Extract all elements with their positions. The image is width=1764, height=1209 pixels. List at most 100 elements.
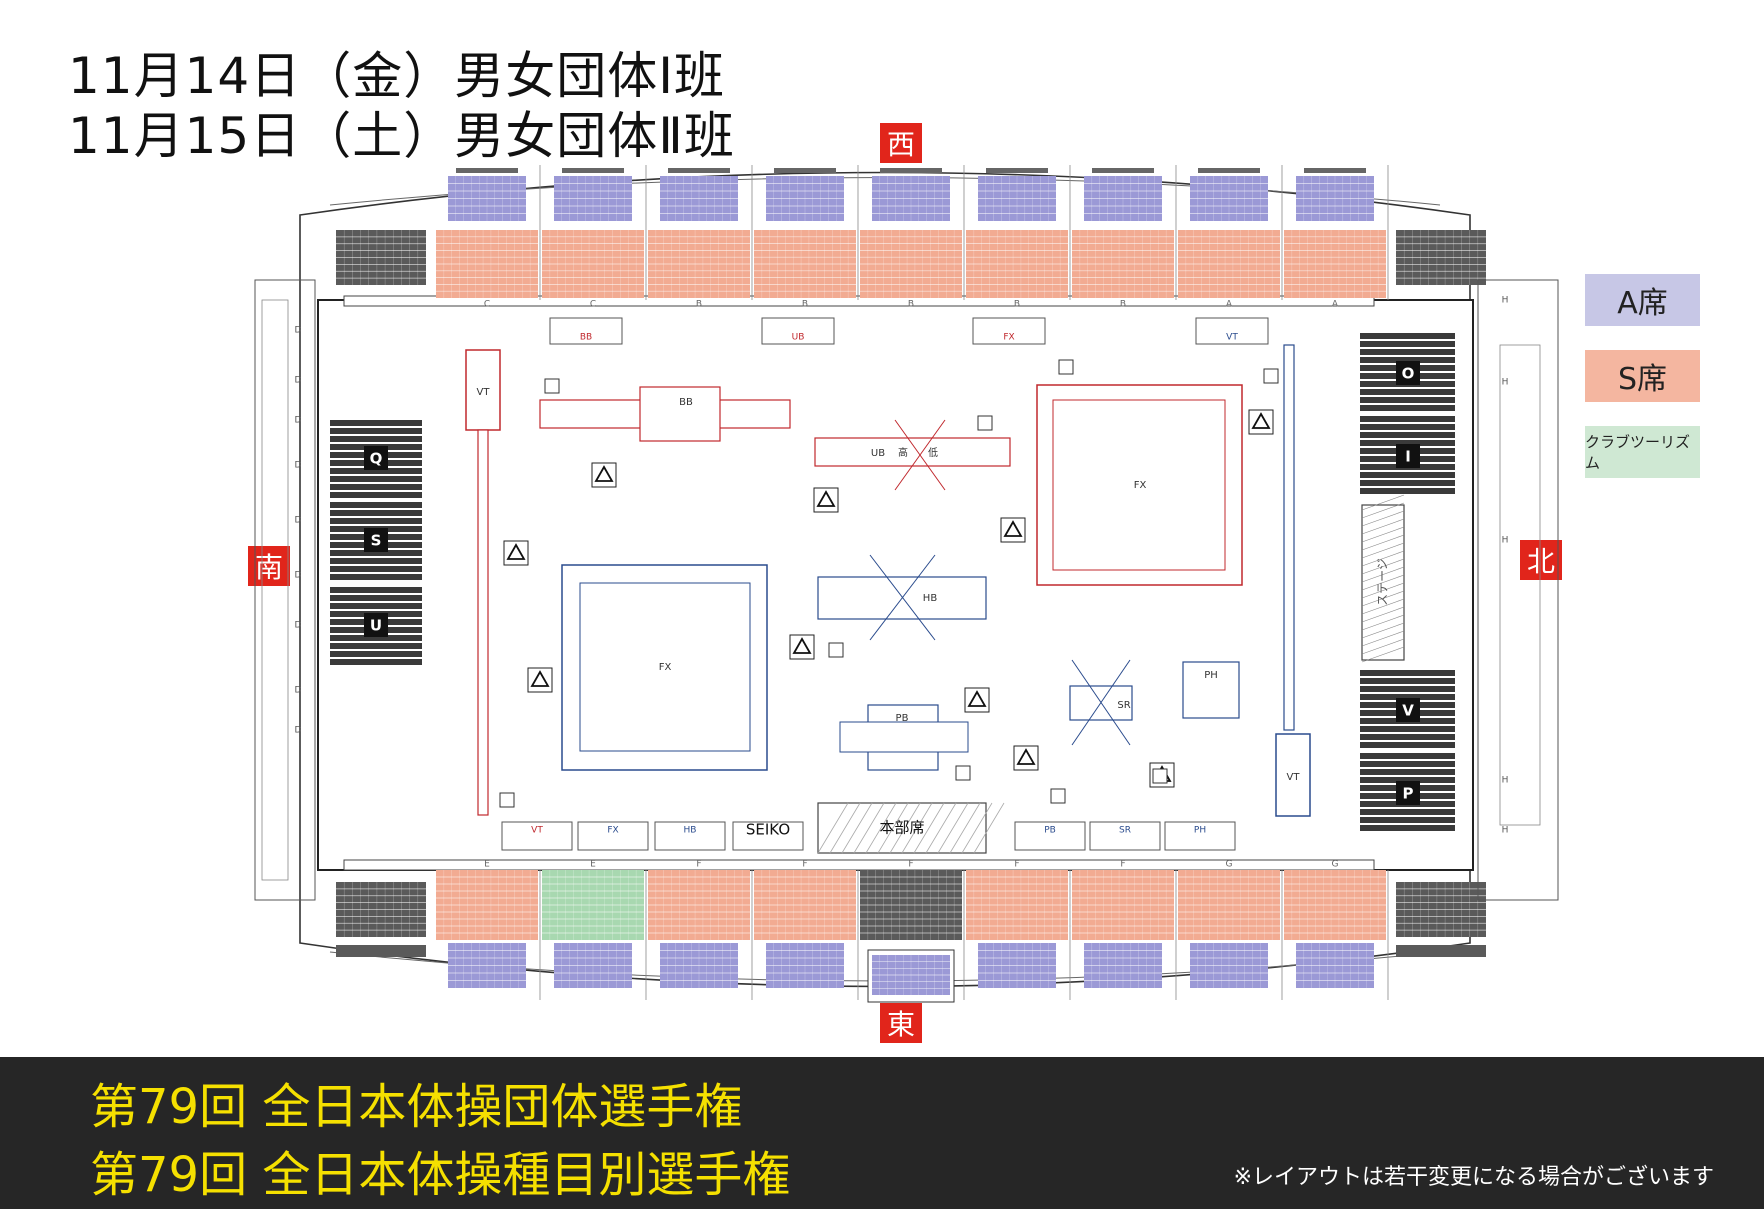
south-side-label-3: D [295,461,302,471]
event-title-team: 第79回 全日本体操団体選手権 [90,1079,743,1135]
pommel-horse-label: PH [1204,670,1218,681]
north-seat-row [1360,389,1455,395]
top-s-seat-block-4 [754,230,856,298]
bottom-a-seat-block-1 [448,943,526,988]
bottom-judge-table-6 [1164,821,1236,851]
south-seat-row [330,436,422,442]
north-seat-row [1360,432,1455,438]
bottom-section-label-6: F [1014,860,1019,870]
stage-hatch [1361,606,1405,623]
hq-hatch [949,802,981,854]
legend-club-tourism-label: クラブツーリズム [1585,433,1691,472]
bottom-section-label-1: E [484,860,490,870]
south-seat-row [330,476,422,482]
marker-square-6 [499,792,515,808]
south-seat-row [330,643,422,649]
stage-hatch [1361,510,1405,527]
south-wall [254,279,316,901]
north-seat-row [1360,678,1455,684]
top-upper-bar-9 [1304,168,1366,173]
south-seat-row [330,595,422,601]
south-side-label-8: D [295,726,302,736]
top-s-seat-block-1 [436,230,538,298]
north-side-label-4: H [1502,826,1509,836]
south-seat-row [330,510,422,516]
top-a-seat-block-9 [1296,176,1374,221]
bottom-corner-upper-10 [1396,945,1486,957]
bottom-judge-table-4 [1014,821,1086,851]
bottom-a-seat-block-4 [766,943,844,988]
top-section-label-3: B [696,300,702,310]
bottom-seat-block-7 [1072,870,1174,940]
north-block-p [1360,753,1455,831]
top-section-label-1: C [484,300,490,310]
camera-triangle-1 [816,490,836,507]
top-upper-bar-6 [986,168,1048,173]
north-block-letter-v: V [1402,702,1414,720]
top-s-seat-block-5 [860,230,962,298]
floor-bottom-rail [343,859,1375,871]
stage-hatch [1361,614,1405,631]
balance-beam-label: BB [679,397,693,408]
top-upper-bar-3 [668,168,730,173]
bottom-judge-table-1 [577,821,649,851]
floor-men-inner [579,582,751,752]
south-block-q [330,420,422,498]
camera-box-3 [503,540,529,566]
north-seat-row [1360,761,1455,767]
legend-a-seat-label: A席 [1617,286,1668,321]
bottom-seat-block-9 [1284,870,1386,940]
north-seat-row [1360,397,1455,403]
top-section-label-2: C [590,300,596,310]
top-a-seat-block-7 [1084,176,1162,221]
direction-east: 東 [880,1003,922,1043]
top-upper-bar-4 [774,168,836,173]
north-side-label-0: H [1502,296,1509,306]
north-seat-row [1360,424,1455,430]
bottom-judge-label-1: FX [607,826,618,836]
south-seat-row [330,492,422,498]
north-seat-row [1360,817,1455,823]
south-block-s [330,502,422,580]
floor-top-rail [343,295,1375,307]
south-seat-row [330,659,422,665]
uneven-bars-low-label: 低 [928,446,938,459]
bottom-seat-block-5 [860,870,962,940]
south-block-badge [364,528,388,552]
venue-seating-map: CECEBFBFBFBFBFAGAGQSUDDDDDDDDDOIVPステージHH… [254,165,1559,1003]
hq-hatch [937,802,969,854]
uneven-bars-label: UB [871,448,885,459]
balance-beam-center [639,386,721,442]
bottom-seat-block-6 [966,870,1068,940]
south-block-badge [364,446,388,470]
bottom-judge-label-3: SEIKO [746,821,790,839]
schedule-line-2: 11月15日（土）男女団体Ⅱ班 [68,107,735,165]
top-s-seat-block-9 [1284,230,1386,298]
top-upper-bar-1 [456,168,518,173]
stage-hatch [1361,638,1405,655]
top-upper-bar-5 [880,168,942,173]
bottom-section-label-8: G [1226,860,1233,870]
south-seat-row [330,651,422,657]
parallel-bars-label: PB [896,713,909,724]
top-a-seat-block-5 [872,176,950,221]
south-stairs [261,299,289,881]
vault-men-label: VT [1287,772,1301,783]
top-judge-label-ub: UB [792,333,805,343]
bottom-judge-label-6: PH [1194,826,1206,836]
hq-hatch [817,802,849,854]
camera-triangle-0 [594,465,614,482]
north-block-i [1360,416,1455,494]
stage-hatch [1361,590,1405,607]
north-seat-row [1360,777,1455,783]
south-seat-row [330,518,422,524]
schedule-line-1: 11月14日（金）男女団体Ⅰ班 [68,47,725,105]
stage-hatch [1361,494,1405,511]
camera-triangle-9 [1251,412,1271,429]
vault-women-label: VT [477,387,491,398]
top-a-seat-block-3 [660,176,738,221]
stage-hatch [1361,566,1405,583]
stage-hatch [1361,646,1405,663]
bottom-a-seat-block-7 [1084,943,1162,988]
still-rings-label: SR [1117,700,1130,711]
